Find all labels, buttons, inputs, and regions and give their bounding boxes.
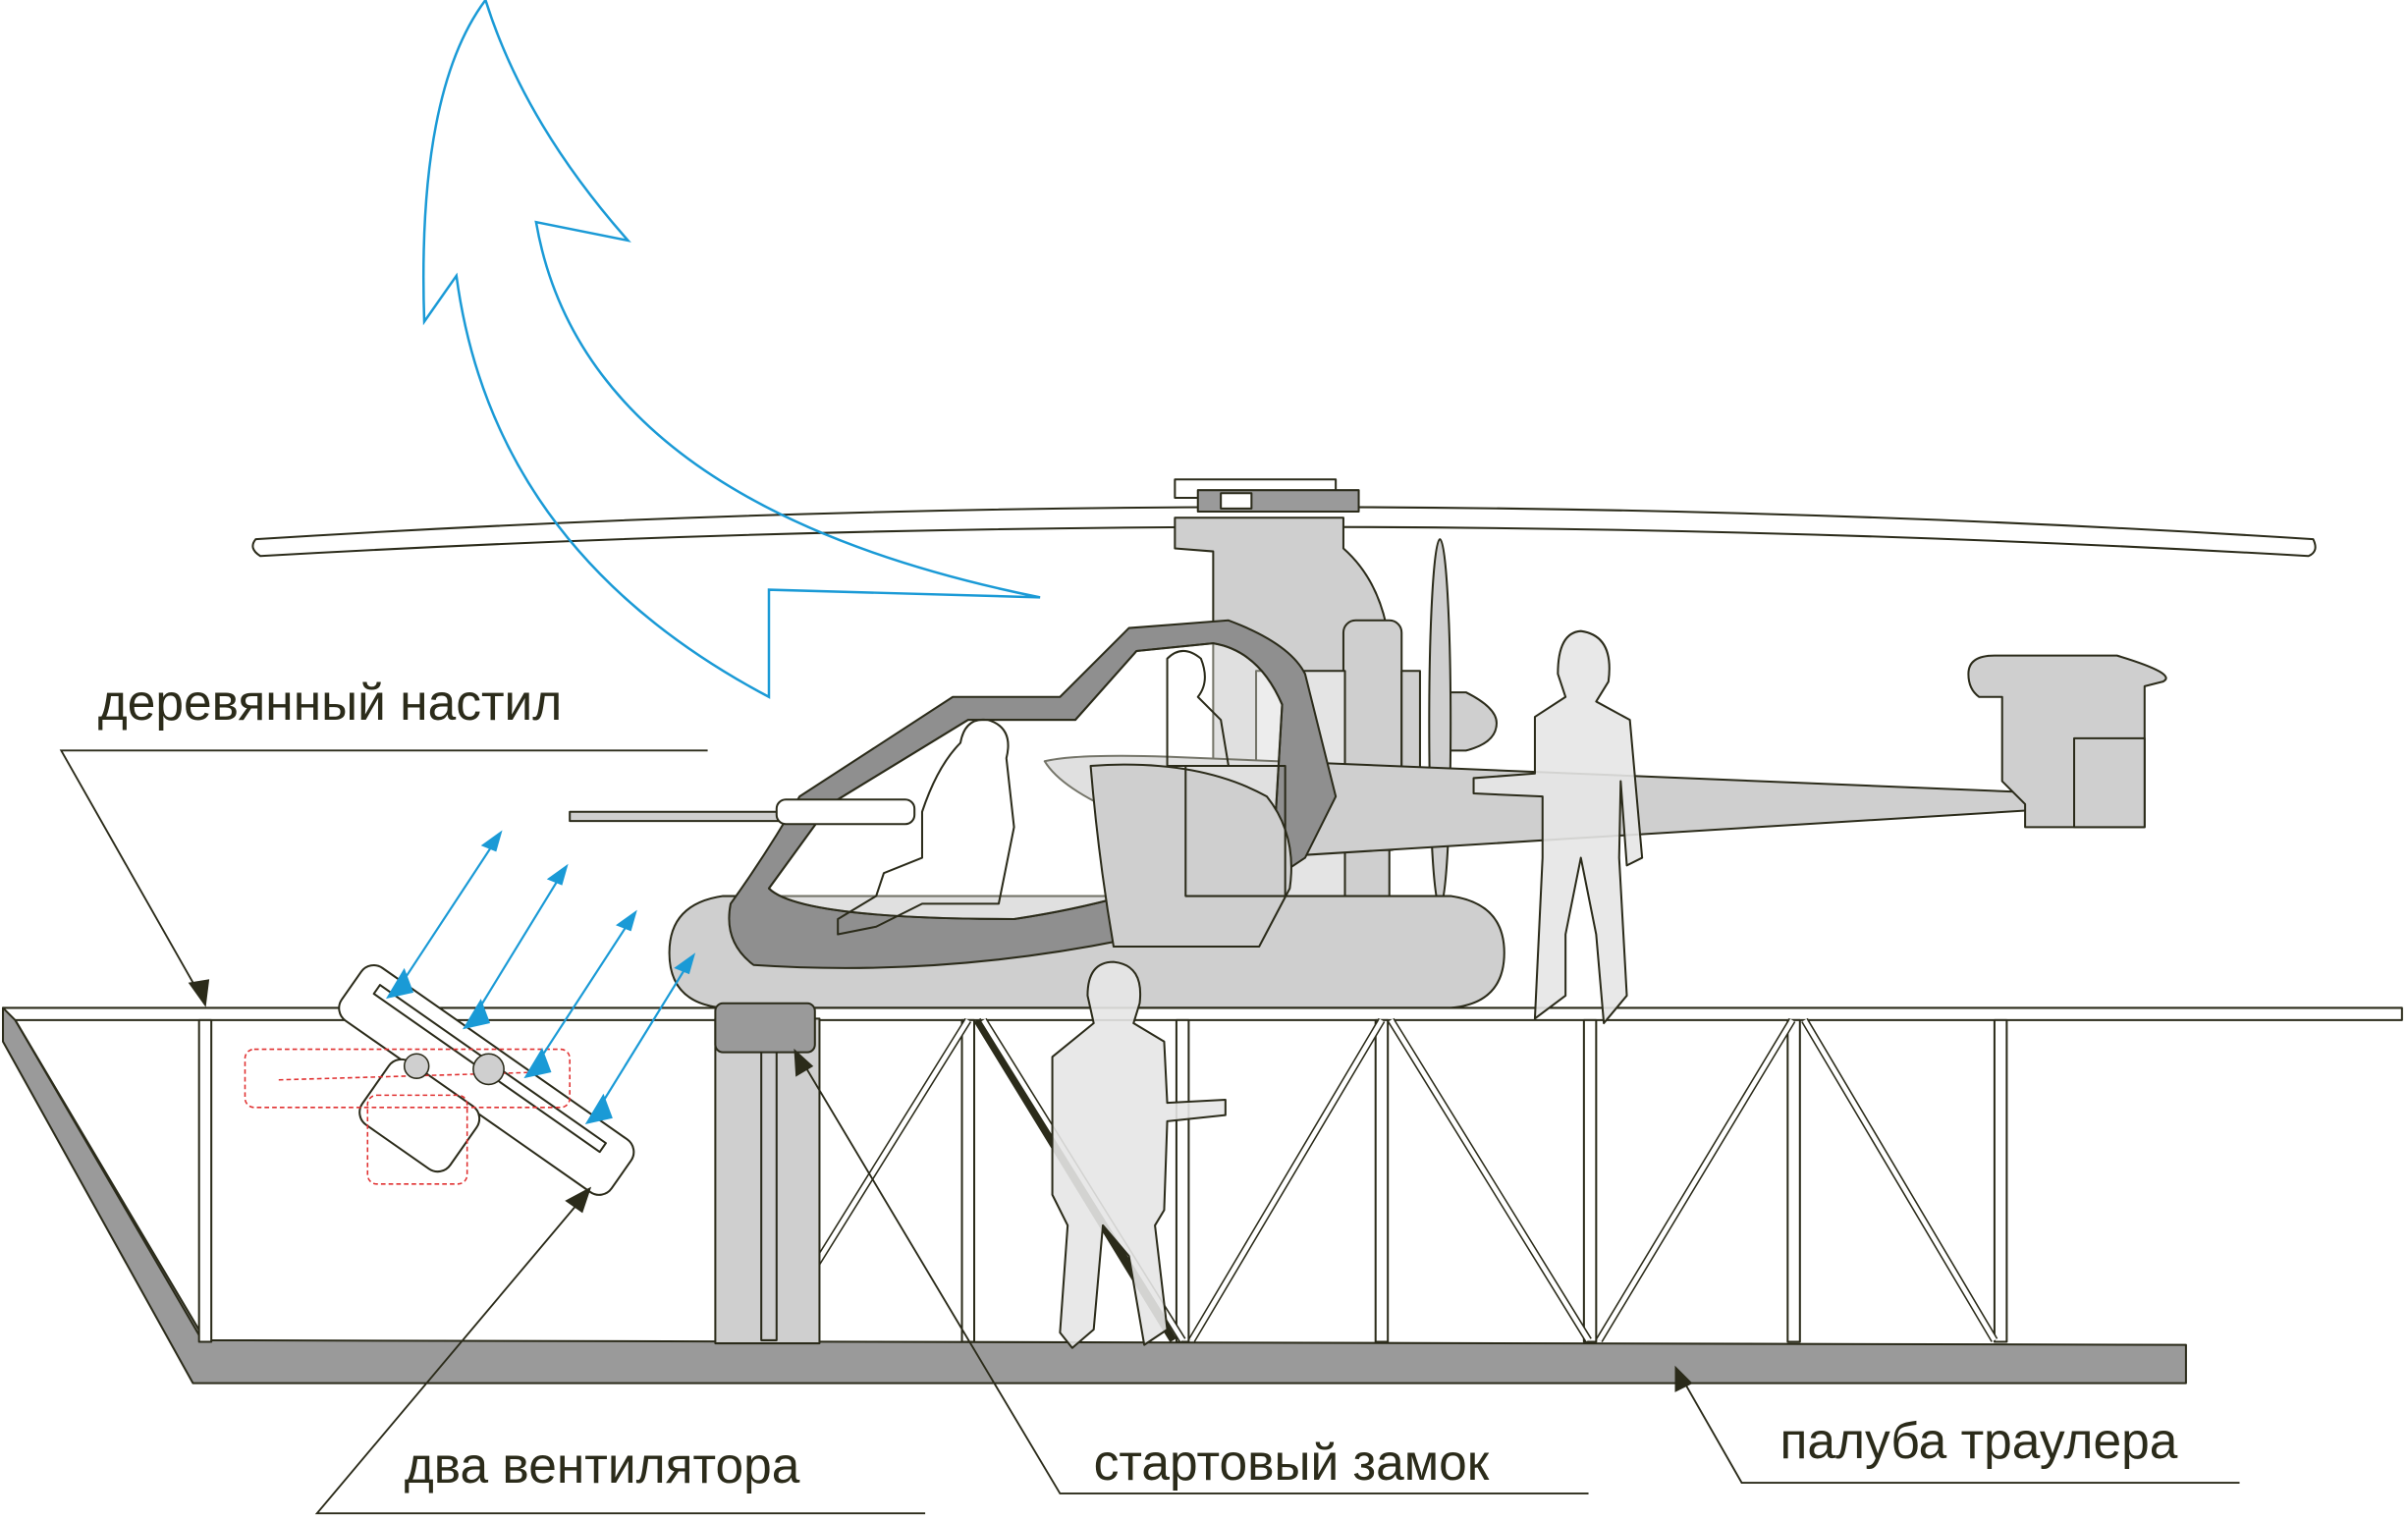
truss-structure [14,1017,2008,1343]
main-rotor-blade [251,506,2317,558]
person-below-deck [1051,960,1227,1349]
pusher-propeller [1428,538,1452,908]
gunner-figure [1166,649,1230,767]
leader-lines [59,749,2240,1515]
large-airflow-arrow [421,0,1041,699]
airflow-arrows [386,0,1041,1124]
pilot-figure [837,718,1015,936]
label-wooden-deck: деревянный настил [98,674,563,731]
label-two-fans: два вентилятора [405,1437,800,1494]
person-on-deck [1472,629,1644,1025]
machine-gun [569,810,801,823]
launch-lock-block [714,1002,816,1054]
label-launch-lock: стартовый замок [1094,1434,1490,1491]
fan-assembly [338,964,635,1196]
label-trawler-deck: палуба траулера [1780,1412,2178,1469]
